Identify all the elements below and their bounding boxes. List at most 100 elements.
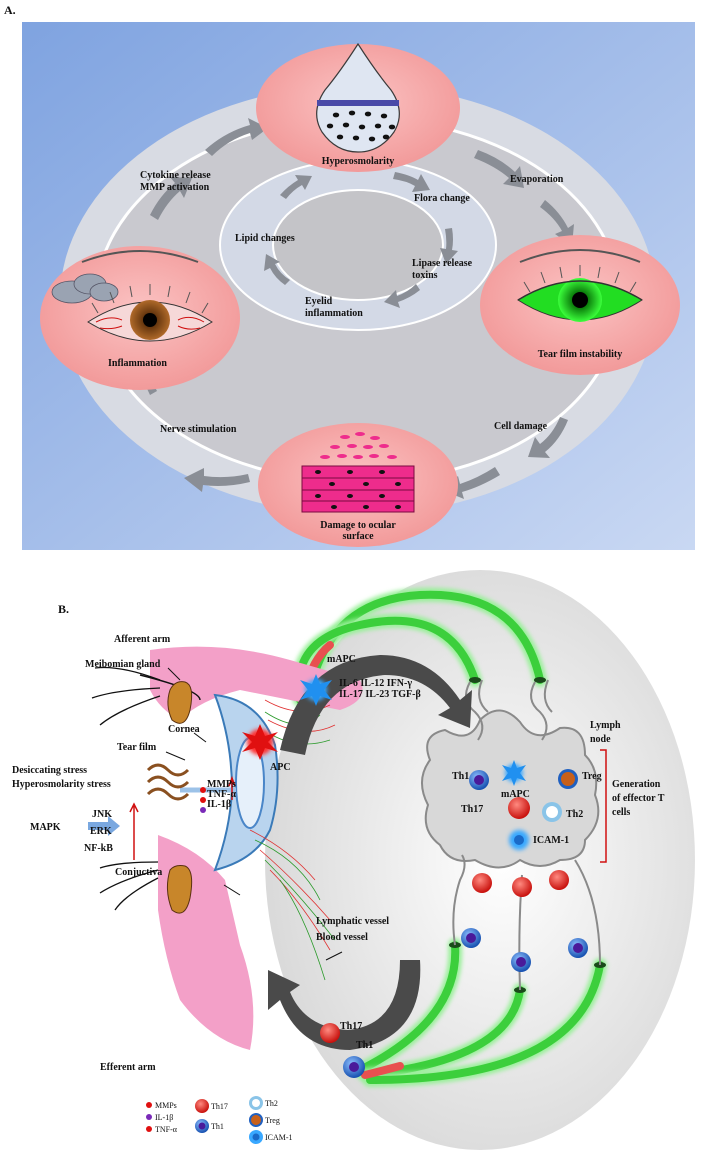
legend-th2: Th2 [265, 1099, 278, 1108]
generation-line-2: of effector T [612, 793, 665, 804]
jnk-label: JNK [92, 809, 112, 820]
mapc-cell-top [300, 674, 332, 706]
node-cell-treg [558, 769, 578, 789]
panel-b-label: B. [58, 602, 69, 616]
cytokines-row1: IL-6 IL-12 IFN-γ [339, 678, 412, 689]
node-cell-th17 [508, 797, 530, 819]
afferent-arrow [280, 655, 472, 755]
inner-ring-center [272, 189, 444, 301]
cytokines-row2: IL-17 IL-23 TGF-β [339, 689, 421, 700]
conjunctiva-label: Conjuctiva [115, 867, 162, 878]
tear-film-label: Tear film [117, 742, 157, 753]
node-icam-label: ICAM-1 [533, 835, 569, 846]
epithelium-debris [320, 432, 397, 459]
efferent-arm-label: Efferent arm [100, 1062, 156, 1073]
legend-mmps-swatch [146, 1102, 152, 1108]
eyelashes-b [91, 666, 161, 911]
panel-a-label: A. [4, 3, 16, 17]
afferent-arm-label: Afferent arm [114, 634, 171, 645]
legend-il1b-swatch [146, 1114, 152, 1120]
lymph-label: Lymph [590, 720, 621, 731]
eyelashes-left [91, 284, 209, 314]
legend-th17-swatch [195, 1099, 209, 1113]
eyebrow-right [519, 249, 641, 263]
pointer-arrows [165, 667, 343, 961]
nfkb-label: NF-kB [84, 843, 113, 854]
eyelashes-right [523, 265, 637, 293]
th1-bottom-label: Th1 [356, 1040, 373, 1051]
node-th2-label: Th2 [566, 809, 583, 820]
tnfa-text: TNF-α [207, 789, 236, 800]
tnfa-dot [200, 797, 206, 803]
node-th1-label: Th1 [452, 771, 469, 782]
eyelid-inflammation-label: inflammation [305, 308, 363, 319]
node-cell-th2 [542, 802, 562, 822]
meibomian-gland-lower [166, 865, 193, 914]
mapc-label: mAPC [327, 654, 356, 665]
eyelid-label: Eyelid [305, 296, 333, 307]
mapk-label: MAPK [30, 822, 61, 833]
green-vessels-bottom [353, 938, 607, 1087]
efferent-arrow [268, 960, 421, 1050]
legend-treg: Treg [265, 1116, 280, 1125]
nerve-stimulation-label: Nerve stimulation [160, 424, 237, 435]
lipid-changes-label: Lipid changes [235, 233, 295, 244]
lipase-release-label: Lipase release [412, 258, 473, 269]
il1b-text: IL-1β [207, 799, 231, 810]
legend-icam: ICAM-1 [265, 1133, 293, 1142]
effector-cells [320, 870, 588, 1078]
flora-change-label: Flora change [414, 193, 470, 204]
salt-dots [326, 110, 396, 142]
ocular-damage-label-2: surface [342, 531, 374, 542]
lymph-node-shape [421, 709, 600, 869]
legend-mmps: MMPs [155, 1101, 177, 1110]
cytokine-release-label: Cytokine release [140, 170, 211, 181]
cloud-icon [51, 273, 119, 304]
il1b-dot [200, 807, 206, 813]
tear-film-instability-label: Tear film instability [538, 349, 622, 360]
desiccating-stress-label: Desiccating stress [12, 765, 87, 776]
inner-cycle-arrows [264, 172, 458, 308]
hyperosmolarity-label: Hyperosmolarity [322, 156, 395, 167]
erk-label: ERK [90, 826, 112, 837]
legend-tnfa-swatch [146, 1126, 152, 1132]
toxins-label: toxins [412, 270, 438, 281]
th17-bottom-label: Th17 [340, 1021, 362, 1032]
generation-bracket [600, 749, 607, 863]
mmps-text: MMPs [207, 779, 236, 790]
meibomian-gland-upper [167, 681, 193, 724]
node-cell-icam [509, 830, 529, 850]
blood-vessel-label: Blood vessel [316, 932, 368, 943]
meibomian-gland-label: Meibomian gland [85, 659, 161, 670]
node-label: node [590, 734, 611, 745]
generation-line-3: cells [612, 807, 630, 818]
legend-tnfa: TNF-α [155, 1125, 178, 1134]
pathway-up-arrow [129, 802, 139, 860]
eyebrow-left [81, 250, 199, 263]
mapk-arrow [88, 816, 120, 836]
hyperosmolarity-stress-label: Hyperosmolarity stress [12, 779, 111, 790]
node-treg-label: Treg [582, 771, 602, 782]
node-cell-th1 [469, 770, 489, 790]
tear-drop-level [317, 100, 399, 106]
lymphatic-vessel-label: Lymphatic vessel [316, 916, 389, 927]
ocular-damage-label-1: Damage to ocular [320, 520, 396, 531]
mmp-activation-label: MMP activation [140, 182, 210, 193]
apc-cell [242, 724, 278, 760]
mediator-up-arrow [228, 775, 236, 800]
generation-line-1: Generation [612, 779, 661, 790]
legend-il1b: IL-1β [155, 1113, 173, 1122]
mmps-dot [200, 787, 206, 793]
epithelium-cells [301, 465, 415, 513]
evaporation-label: Evaporation [510, 174, 564, 185]
node-th17-label: Th17 [461, 804, 483, 815]
node-mapc-label: mAPC [501, 789, 530, 800]
legend: MMPs IL-1β TNF-α Th17 Th1 Th2 Treg ICAM-… [146, 1096, 293, 1144]
cornea-label: Cornea [168, 724, 200, 735]
tear-film-waves [146, 763, 190, 801]
legend-th17: Th17 [211, 1102, 228, 1111]
cell-damage-label: Cell damage [494, 421, 548, 432]
legend-th1: Th1 [211, 1122, 224, 1131]
inflammation-label: Inflammation [108, 358, 167, 369]
